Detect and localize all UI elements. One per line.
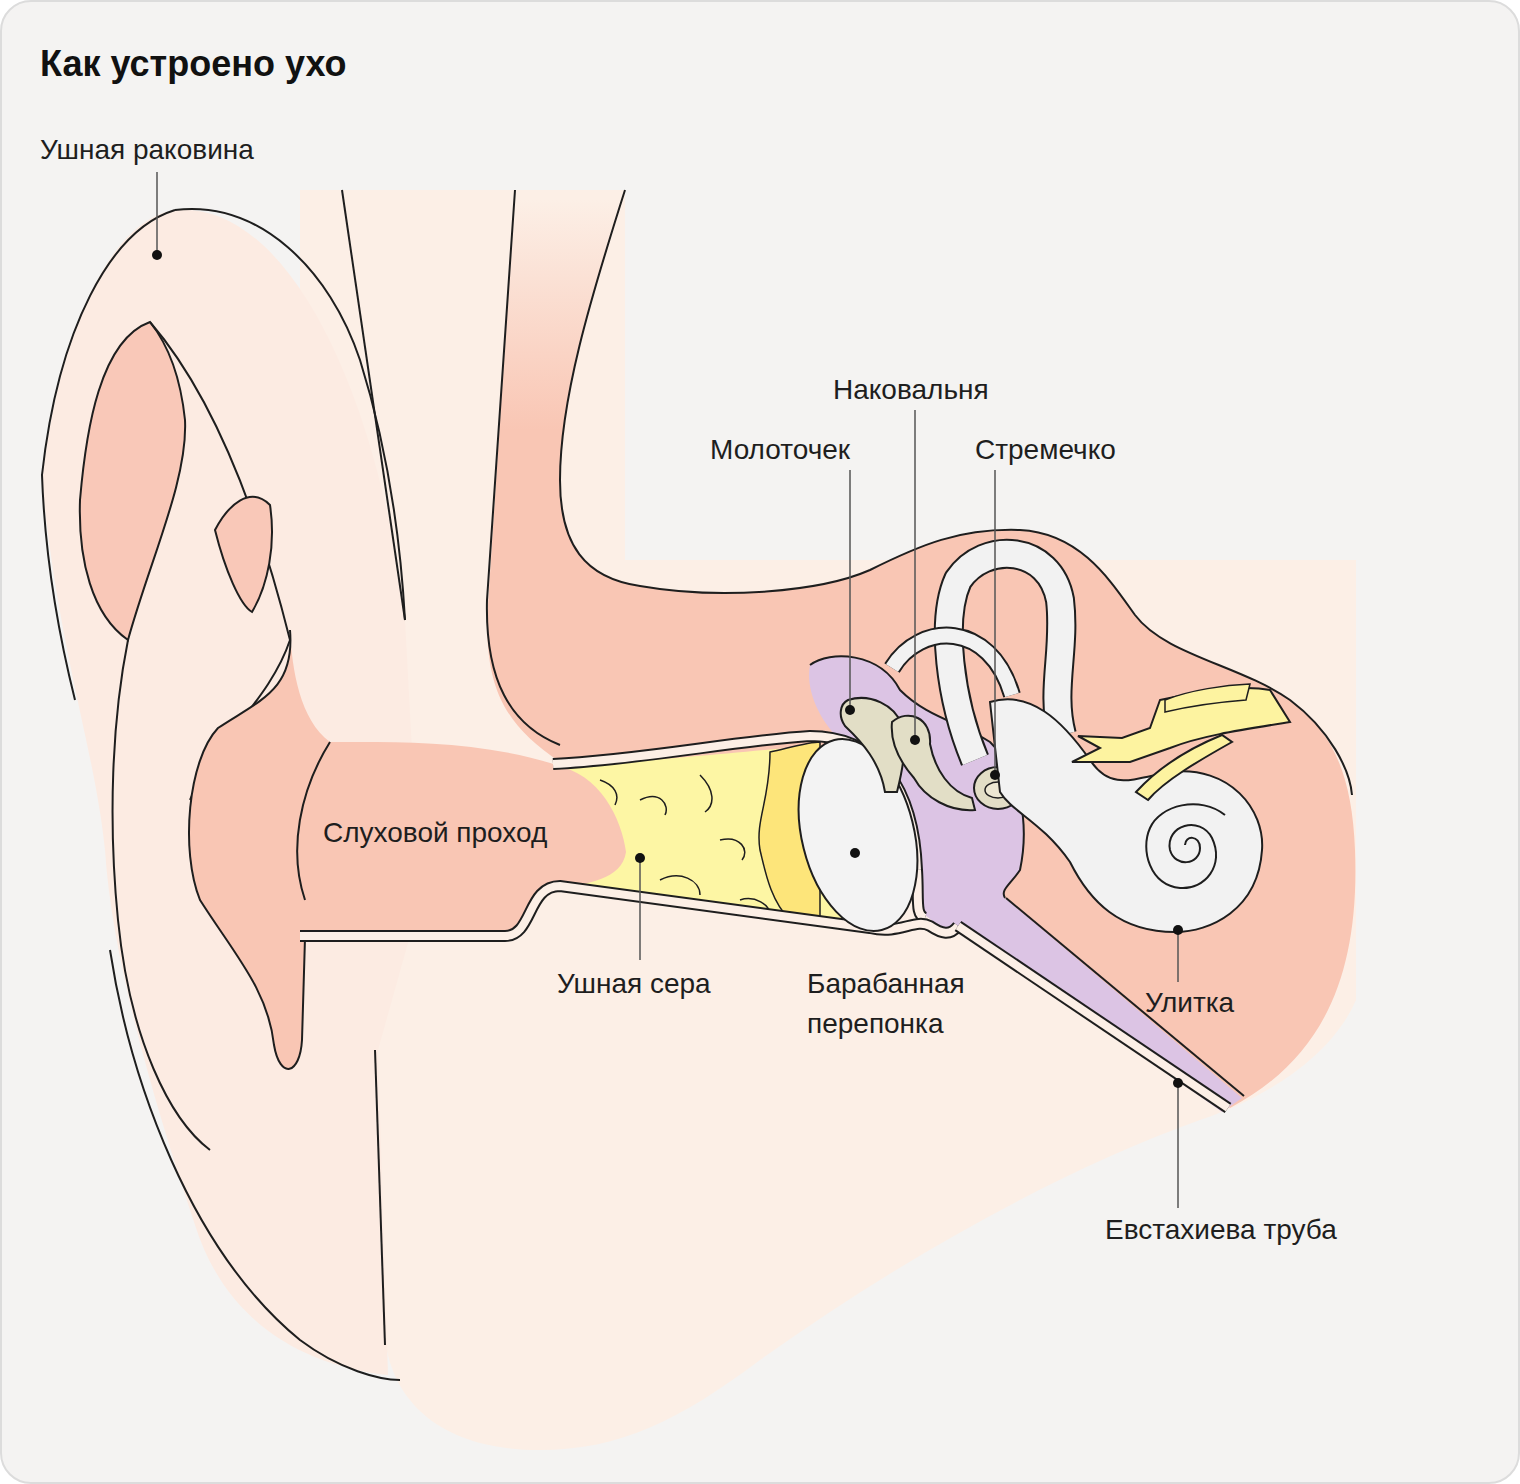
part-label: Стремечко <box>975 433 1116 467</box>
leader-dot <box>1173 925 1183 935</box>
lobe-line <box>113 640 210 1150</box>
leader-line <box>1177 930 1179 982</box>
triangular-fossa <box>215 497 272 612</box>
leader-dot <box>845 705 855 715</box>
canal-loop-outer <box>892 636 1012 695</box>
cochlea-spiral <box>1146 804 1225 888</box>
part-label: Ушная сера <box>557 967 711 1001</box>
nerve-branch <box>1136 735 1232 800</box>
canal-loop-inner <box>892 636 1012 695</box>
leader-dot <box>635 853 645 863</box>
leader-line <box>849 470 851 710</box>
head-skin <box>300 190 1356 1450</box>
leader-line <box>639 858 641 960</box>
leader-dot <box>910 735 920 745</box>
nerve-branch <box>1165 684 1250 712</box>
diagram-title: Как устроено ухо <box>40 42 347 86</box>
part-label: Наковальня <box>833 373 989 407</box>
leader-dot <box>850 848 860 858</box>
leader-line <box>994 470 996 775</box>
part-label: Евстахиева труба <box>1105 1213 1337 1247</box>
temporal-region <box>487 190 1355 1108</box>
leader-dots <box>152 250 1183 1088</box>
leader-dot <box>1173 1078 1183 1088</box>
leader-lines <box>157 172 1178 1208</box>
leader-line <box>1177 1083 1179 1208</box>
leader-dot <box>152 250 162 260</box>
auricle-line <box>342 190 405 620</box>
leader-line <box>914 410 916 740</box>
tube-wall <box>1006 898 1244 1096</box>
concha <box>189 630 880 1069</box>
skin-outline <box>487 190 560 745</box>
part-label: Молоточек <box>710 433 850 467</box>
leader-line <box>156 172 158 255</box>
lobe-line <box>110 950 400 1380</box>
part-label: Барабанная перепонка <box>807 964 965 1044</box>
part-label: Улитка <box>1145 986 1234 1020</box>
scapha <box>80 322 185 640</box>
part-label: Ушная раковина <box>40 133 254 167</box>
leader-dot <box>990 770 1000 780</box>
concha-outline <box>189 630 305 1069</box>
lobe-line <box>375 1050 385 1345</box>
part-label: Слуховой проход <box>323 816 547 850</box>
skin-outline <box>560 190 1352 795</box>
cochlea <box>990 699 1262 932</box>
